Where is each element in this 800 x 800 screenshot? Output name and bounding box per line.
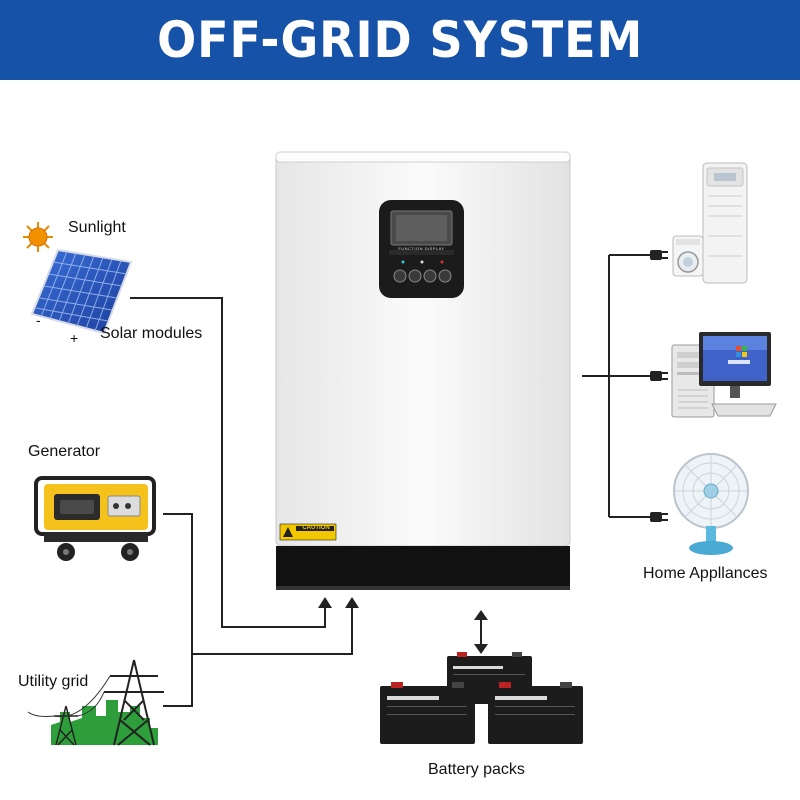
sun-icon — [23, 222, 53, 252]
inverter-unit — [275, 151, 571, 590]
label-battery-packs: Battery packs — [428, 761, 525, 778]
generator-icon — [34, 476, 156, 561]
windows-logo — [736, 346, 747, 357]
plug-ac — [650, 250, 668, 260]
label-sunlight: Sunlight — [68, 219, 126, 236]
label-solar-modules: Solar modules — [100, 325, 203, 342]
fan-icon — [673, 453, 749, 555]
plug-pc — [650, 371, 668, 381]
label-utility-grid: Utility grid — [18, 673, 89, 690]
label-home-appliances: Home Appllances — [643, 565, 768, 582]
generator-wire — [163, 513, 193, 707]
battery-right — [488, 682, 583, 744]
plug-fan — [650, 512, 668, 522]
air-conditioner-icon — [702, 162, 748, 284]
label-panel-positive: + — [70, 330, 79, 346]
battery-left — [380, 682, 475, 744]
solar-panel-icon — [30, 248, 133, 335]
grid-wire — [192, 600, 353, 655]
inverter-caution-label: CAUTION — [302, 525, 330, 531]
computer-icon — [671, 332, 777, 418]
page-title: OFF-GRID SYSTEM — [156, 11, 644, 69]
inverter-display-label: FUNCTION DISPLAY — [398, 246, 445, 251]
solar-wire — [130, 297, 326, 628]
label-generator: Generator — [28, 443, 101, 460]
utility-grid-icon — [27, 659, 164, 746]
battery-arrow — [474, 610, 488, 654]
wiring — [130, 254, 652, 707]
grid-arrow — [345, 597, 359, 608]
label-panel-negative: - — [36, 312, 41, 328]
washing-machine-icon — [672, 235, 704, 277]
solar-arrow — [318, 597, 332, 608]
title-banner: OFF-GRID SYSTEM — [0, 0, 800, 80]
